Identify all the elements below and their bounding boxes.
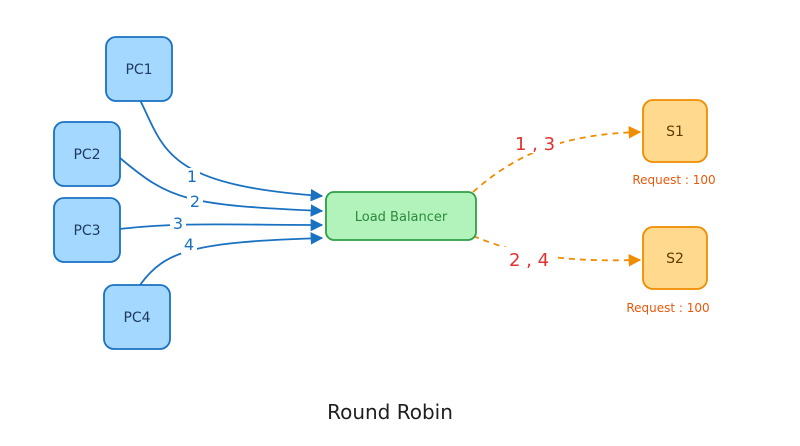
- request-label-3: 3: [173, 214, 183, 233]
- server-s2-request-count: Request : 100: [626, 301, 709, 315]
- server-s1-request-count: Request : 100: [632, 173, 715, 187]
- client-pc2-label: PC2: [73, 147, 100, 163]
- route-labels: 1 , 3 2 , 4: [503, 131, 560, 271]
- client-pc3-label: PC3: [73, 223, 100, 239]
- load-balancer-label: Load Balancer: [355, 210, 448, 225]
- load-balancer[interactable]: Load Balancer: [325, 191, 477, 241]
- diagram-title: Round Robin: [327, 400, 453, 424]
- client-pc1[interactable]: PC1: [105, 36, 173, 102]
- route-label-s1: 1 , 3: [515, 134, 555, 155]
- client-pc3[interactable]: PC3: [53, 197, 121, 263]
- client-pc4[interactable]: PC4: [103, 284, 171, 350]
- arrow-pc1-to-lb: [139, 99, 324, 202]
- request-labels: 1 2 3 4: [170, 167, 203, 254]
- request-label-2: 2: [190, 192, 200, 211]
- arrow-pc4-to-lb: [139, 232, 324, 286]
- server-s2[interactable]: S2: [642, 226, 708, 290]
- request-label-4: 4: [184, 235, 194, 254]
- arrow-lb-to-s1: [472, 126, 642, 193]
- arrow-lb-to-s2: [472, 235, 642, 267]
- client-pc1-label: PC1: [125, 62, 152, 78]
- client-pc2[interactable]: PC2: [53, 121, 121, 187]
- route-label-s2: 2 , 4: [509, 250, 549, 271]
- client-pc4-label: PC4: [123, 310, 150, 326]
- arrow-pc2-to-lb: [119, 157, 324, 217]
- request-arrows: [119, 99, 324, 286]
- request-label-1: 1: [187, 167, 197, 186]
- route-arrows: [472, 126, 642, 267]
- server-s2-label: S2: [666, 251, 684, 267]
- arrow-pc3-to-lb: [119, 218, 324, 232]
- server-s1-label: S1: [666, 124, 684, 140]
- server-s1[interactable]: S1: [642, 99, 708, 163]
